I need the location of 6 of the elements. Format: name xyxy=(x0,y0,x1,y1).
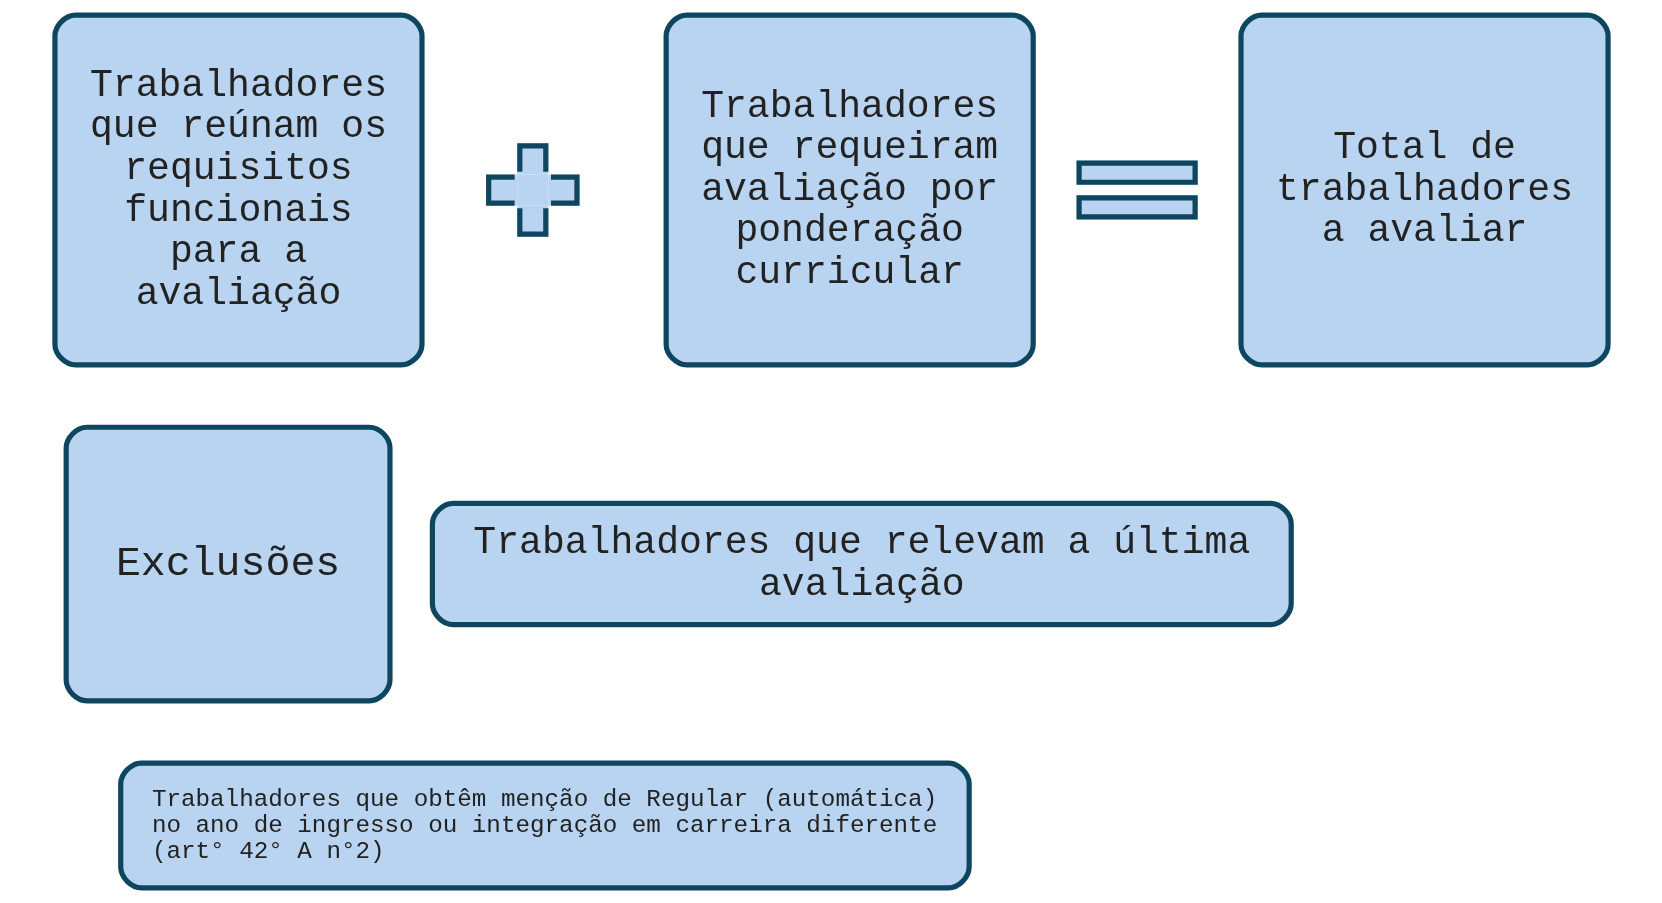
node-box: Trabalhadores que requeiram avaliação por ponderação curricular xyxy=(663,12,1036,368)
node-box: Trabalhadores que obtêm menção de Regular (automática) no ano de ingresso ou integração em carreira diferente (art° 42° A n°2) xyxy=(117,760,972,891)
node-box: Total de trabalhadores a avaliar xyxy=(1237,12,1611,368)
node-box: Trabalhadores que reúnam os requisitos funcionais para a avaliação xyxy=(51,12,425,368)
node-box: Exclusões xyxy=(63,424,393,704)
node-box: Trabalhadores que relevam a última avaliação xyxy=(429,500,1294,628)
